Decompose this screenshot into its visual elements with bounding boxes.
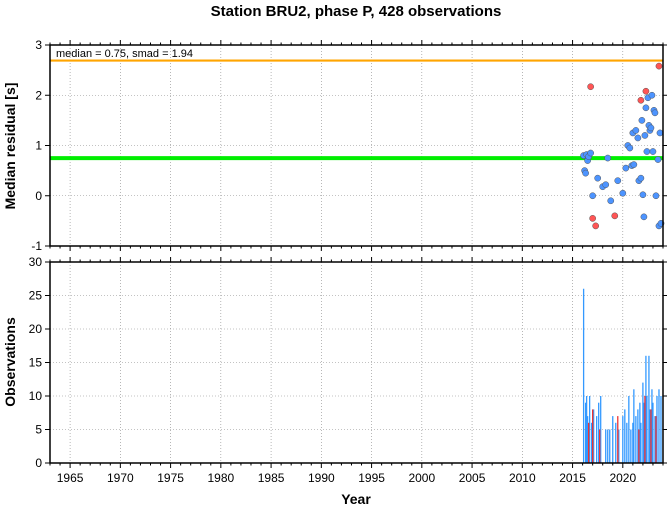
scatter-point-blue <box>604 154 612 162</box>
scatter-point-blue <box>637 174 645 182</box>
x-tick-label: 1970 <box>107 471 134 485</box>
scatter-point-blue <box>594 174 602 182</box>
scatter-point-blue <box>630 161 638 168</box>
y-tick-label: 5 <box>35 423 42 437</box>
residual-points <box>580 62 665 230</box>
scatter-point-blue <box>634 134 642 142</box>
y-tick-label: -1 <box>31 239 42 253</box>
x-tick-label: 2015 <box>559 471 586 485</box>
y-tick-label: 2 <box>35 88 42 102</box>
observations-y-axis-label: Observations <box>2 317 18 407</box>
scatter-point-blue <box>651 109 659 117</box>
scatter-point-blue <box>607 197 615 205</box>
observations-y-ticks: 0 5 10 15 20 25 30 <box>29 255 667 470</box>
y-tick-label: 15 <box>29 356 43 370</box>
scatter-point-blue <box>622 164 630 172</box>
scatter-point-blue <box>614 177 622 185</box>
y-tick-label: 0 <box>35 189 42 203</box>
scatter-point-red <box>592 222 600 230</box>
scatter-point-blue <box>589 192 597 200</box>
observations-x-ticks: 1965 1970 1975 1980 1985 1990 1995 2000 2005 2010… <box>49 257 664 485</box>
scatter-point-blue <box>647 124 655 132</box>
y-tick-label: 20 <box>29 322 43 336</box>
y-tick-label: 0 <box>35 456 42 470</box>
y-tick-label: 10 <box>29 389 43 403</box>
residual-y-axis-label: Median residual [s] <box>2 83 18 210</box>
scatter-point-red <box>611 212 619 220</box>
scatter-point-blue <box>638 117 646 124</box>
x-tick-label: 1980 <box>207 471 234 485</box>
x-tick-label: 1990 <box>308 471 335 485</box>
observations-bars <box>582 288 662 463</box>
y-tick-label: 30 <box>29 255 43 269</box>
scatter-point-red <box>655 62 663 70</box>
residual-panel: -1 0 1 2 3 median = 0.75, smad = 1.94 Median… <box>2 38 667 253</box>
residual-reference-lines <box>50 59 663 161</box>
scatter-point-blue <box>639 191 647 199</box>
scatter-point-red <box>587 83 594 91</box>
scatter-point-blue <box>643 148 651 155</box>
y-tick-label: 3 <box>35 38 42 52</box>
scatter-point-blue <box>649 148 657 155</box>
residual-annotation: median = 0.75, smad = 1.94 <box>56 48 193 60</box>
x-tick-label: 2010 <box>509 471 536 485</box>
chart-title: Station BRU2, phase P, 428 observations <box>211 3 502 20</box>
scatter-point-red <box>637 96 645 104</box>
x-tick-label: 1965 <box>57 471 84 485</box>
scatter-point-blue <box>619 189 627 197</box>
x-tick-label: 1975 <box>157 471 184 485</box>
scatter-point-blue <box>652 192 660 200</box>
scatter-point-blue <box>626 144 634 152</box>
scatter-point-blue <box>640 213 648 221</box>
x-tick-label: 2020 <box>609 471 636 485</box>
scatter-point-blue <box>648 91 656 99</box>
y-tick-label: 25 <box>29 289 43 303</box>
scatter-point-blue <box>641 132 649 139</box>
scatter-point-blue <box>656 129 664 137</box>
scatter-point-red <box>642 87 650 95</box>
scatter-point-blue <box>602 181 610 189</box>
residual-y-ticks: -1 0 1 2 3 <box>31 38 667 253</box>
scatter-point-blue <box>642 104 650 112</box>
observations-panel: 0 5 10 15 20 25 30 1965 1970 1975 1980 1985 1990 199… <box>2 255 667 507</box>
x-tick-label: 2000 <box>408 471 435 485</box>
x-tick-label: 1995 <box>358 471 385 485</box>
scatter-point-blue <box>654 156 662 163</box>
scatter-point-blue <box>587 149 594 157</box>
scatter-point-blue <box>632 127 640 134</box>
residual-x-ticks <box>49 40 664 251</box>
scatter-point-red <box>589 215 597 222</box>
x-tick-label: 1985 <box>258 471 285 485</box>
x-axis-label: Year <box>341 491 371 507</box>
x-tick-label: 2005 <box>459 471 486 485</box>
scatter-point-blue <box>582 169 589 177</box>
y-tick-label: 1 <box>35 139 42 153</box>
